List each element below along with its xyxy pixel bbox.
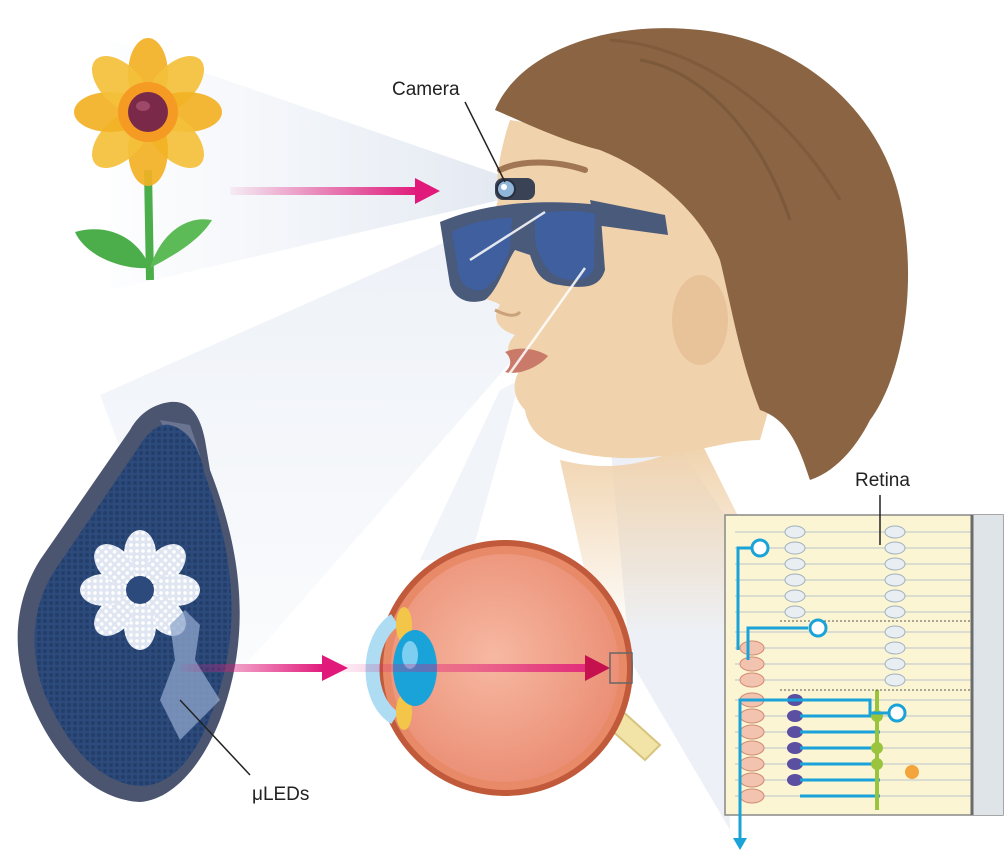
- microleds-label: μLEDs: [252, 784, 309, 805]
- camera-label: Camera: [392, 79, 460, 100]
- retina-detail: [725, 515, 1003, 850]
- ear: [672, 275, 728, 365]
- light-path: [330, 664, 590, 672]
- camera-device: [495, 178, 535, 200]
- flower-petals: [74, 38, 222, 186]
- orange-cell: [905, 765, 919, 779]
- signal-out-arrow-icon: [733, 838, 747, 850]
- retina-label: Retina: [855, 470, 910, 491]
- flower-center: [128, 92, 168, 132]
- retina-panel: [725, 515, 1003, 815]
- flower-stem: [148, 170, 150, 280]
- microled-array: [18, 402, 240, 802]
